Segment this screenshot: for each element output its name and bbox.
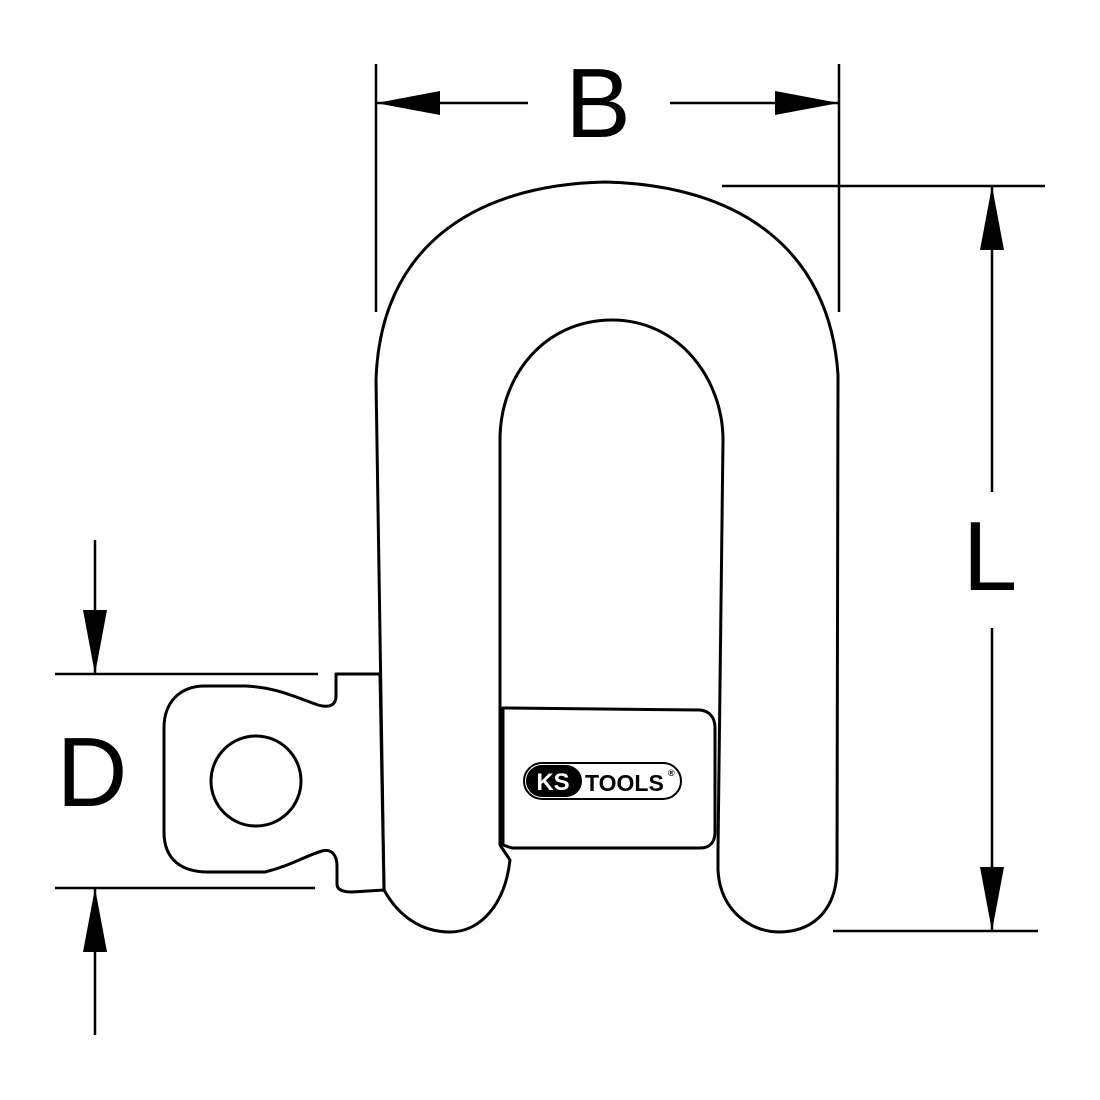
logo-brand-left: KS	[536, 769, 569, 796]
dimension-b-label: B	[565, 48, 630, 158]
shackle-body	[374, 180, 840, 934]
dimension-b-arrow-left	[376, 91, 440, 115]
logo-registered-mark: ®	[668, 768, 675, 778]
ks-tools-logo: KS TOOLS ®	[523, 762, 682, 800]
pin-hole	[209, 734, 303, 828]
dimension-b-arrow-right	[775, 91, 839, 115]
dimension-d-label: D	[57, 717, 128, 827]
dimension-l-arrow-bottom	[980, 867, 1004, 931]
dimension-d-arrow-top	[83, 610, 107, 674]
logo-brand-right: TOOLS	[585, 770, 664, 796]
dimension-d-arrow-bottom	[83, 888, 107, 952]
logo-ks-block	[526, 765, 582, 797]
dimension-l-arrow-top	[980, 186, 1004, 250]
dimension-l-label: L	[963, 501, 1018, 611]
